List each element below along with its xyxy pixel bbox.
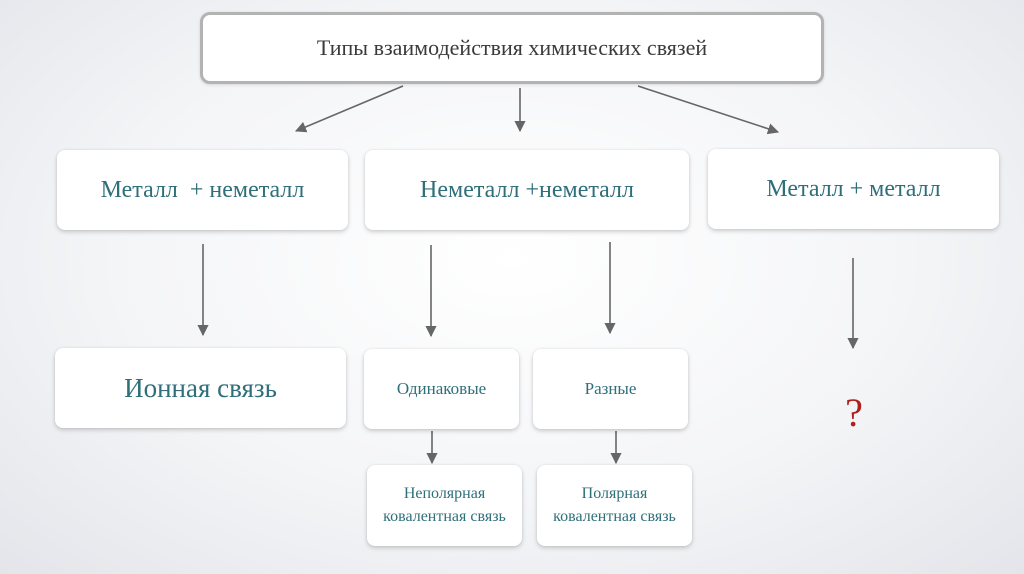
- label-polar-covalent: Полярная ковалентная связь: [553, 485, 676, 525]
- label-same: Одинаковые: [396, 379, 487, 398]
- label-different: Разные: [584, 379, 637, 398]
- diagram-title: Типы взаимодействия химических связей: [316, 35, 708, 60]
- diagram-title-box: Типы взаимодействия химических связей: [200, 12, 824, 84]
- box-nonpolar-covalent: Неполярная ковалентная связь: [367, 465, 522, 546]
- arrow-title-to-metal-nonmetal: [294, 85, 404, 133]
- arrow-title-to-metal-metal: [637, 85, 780, 135]
- box-polar-covalent: Полярная ковалентная связь: [537, 465, 692, 546]
- box-same: Одинаковые: [364, 349, 519, 429]
- label-metal-nonmetal: Металл + неметалл: [100, 176, 305, 203]
- question-mark: ?: [845, 390, 863, 435]
- label-ionic-bond: Ионная связь: [124, 372, 277, 403]
- label-nonpolar-covalent: Неполярная ковалентная связь: [383, 485, 506, 525]
- box-metal-nonmetal: Металл + неметалл: [57, 150, 348, 230]
- box-nonmetal-nonmetal: Неметалл +неметалл: [365, 150, 689, 230]
- label-metal-metal: Металл + металл: [766, 175, 941, 202]
- box-ionic-bond: Ионная связь: [55, 348, 346, 428]
- box-metal-metal: Металл + металл: [708, 149, 999, 229]
- box-different: Разные: [533, 349, 688, 429]
- label-nonmetal-nonmetal: Неметалл +неметалл: [420, 176, 634, 203]
